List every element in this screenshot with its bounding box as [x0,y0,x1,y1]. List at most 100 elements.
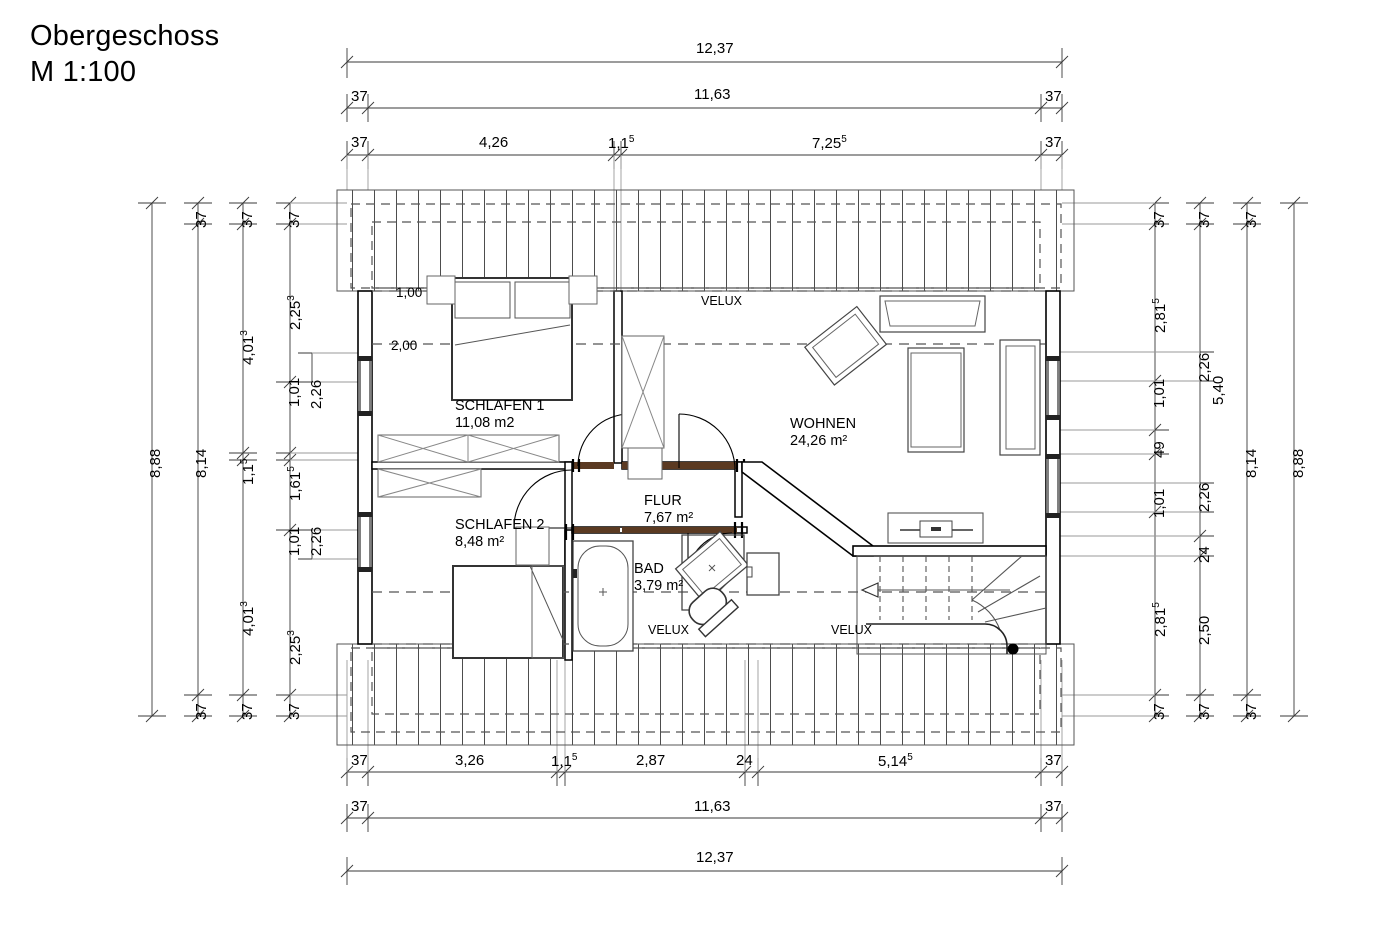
dim-top-4-26: 4,26 [479,134,509,151]
dim-bottom-12-37: 12,37 [696,849,734,866]
washbasin [746,552,780,596]
window-left-upper [357,356,373,416]
dim-right-49: 49 [1151,441,1168,458]
room-name: FLUR [644,493,682,509]
room-area: 8,48 m² [455,534,505,550]
knee-height-label-1: 1,00 [396,285,423,300]
dim-left-37-bottom-2: 37 [239,703,256,720]
room-name: WOHNEN [790,416,857,432]
room-label-flur: FLUR 7,67 m² [644,493,693,527]
stair-well-edge [852,545,1047,557]
staircase [856,555,1047,655]
dim-right-2-50: 2,50 [1196,615,1213,645]
dim-bottom-11-63: 11,63 [694,798,731,815]
dim-left-1-615: 1,615 [286,466,304,501]
window-right-lower [1045,454,1061,518]
dim-top-7-255: 7,255 [812,134,847,152]
dim-left-37-top-2: 37 [239,211,256,228]
dim-left-1-01-b: 1,01 [286,526,303,556]
dim-left-4-013-a: 4,013 [239,330,257,365]
room-label-schlafen-2: SCHLAFEN 2 8,48 m² [455,517,544,551]
dim-right-5-40: 5,40 [1210,375,1227,405]
dim-left-37-top-3: 37 [286,211,303,228]
dim-top-12-37: 12,37 [696,40,734,57]
dim-bottom-37-right-2: 37 [1045,798,1062,815]
hallway-shaft [621,335,665,480]
dim-bottom-3-26: 3,26 [455,752,485,769]
dim-right-1-01-a: 1,01 [1151,378,1168,408]
dim-left-37-bottom-3: 37 [286,703,303,720]
room-area: 7,67 m² [644,510,694,526]
knee-height-label-2: 2,00 [391,338,418,353]
armchair-left [803,305,888,386]
velux-label-2: VELUX [648,623,689,637]
dim-left-2-26-a: 2,26 [308,379,325,409]
dim-bottom-24: 24 [736,752,753,769]
coffee-table [907,347,965,453]
dim-right-37-bottom: 37 [1151,703,1168,720]
room-area: 24,26 m² [790,433,848,449]
dim-right-8-88: 8,88 [1290,448,1307,478]
shower-corner [674,530,750,611]
dim-right-37-top: 37 [1151,211,1168,228]
dim-left-4-013-b: 4,013 [239,601,257,636]
dim-right-37-bottom-2: 37 [1196,703,1213,720]
dim-top-11-63: 11,63 [694,86,731,103]
dim-bottom-5-145: 5,145 [878,752,913,770]
drawing-title: Obergeschoss M 1:100 [30,20,220,88]
room-area: 11,08 m2 [455,415,515,431]
room-label-wohnen: WOHNEN 24,26 m² [790,416,856,450]
room-name: SCHLAFEN 2 [455,517,545,533]
room-label-bad: BAD 3,79 m² [634,561,683,595]
dim-right-8-14: 8,14 [1243,448,1260,478]
velux-label-3: VELUX [831,623,872,637]
dim-bottom-2-87: 2,87 [636,752,666,769]
dim-right-37-top-2: 37 [1196,211,1213,228]
sofa-top [879,295,986,333]
room-name: BAD [634,561,664,577]
dim-bottom-37-left: 37 [351,752,368,769]
window-right-upper [1045,356,1061,420]
dim-right-37-bottom-3: 37 [1243,703,1260,720]
dim-left-37-top: 37 [193,211,210,228]
bathtub [572,540,634,652]
armchair-right [999,339,1041,456]
wardrobe-schlafen-1 [377,434,560,463]
dim-left-2-253-b: 2,253 [286,630,304,665]
dim-top-37-right: 37 [1045,88,1062,105]
dim-left-2-26-b: 2,26 [308,526,325,556]
wardrobe-schlafen-2 [377,468,482,498]
bed-schlafen-2 [452,526,565,659]
tv-unit [887,512,984,544]
dim-bottom-37-right: 37 [1045,752,1062,769]
dim-top-37-right-2: 37 [1045,134,1062,151]
dim-left-1-01-a: 1,01 [286,377,303,407]
dim-left-2-253-a: 2,253 [286,295,304,330]
room-area: 3,79 m² [634,578,684,594]
bed-schlafen-1 [426,275,598,401]
dim-bottom-37-left-2: 37 [351,798,368,815]
dim-right-24: 24 [1196,546,1213,563]
dim-right-2-815-b: 2,815 [1151,602,1169,637]
slanted-wall [741,461,874,557]
velux-label-1: VELUX [701,294,742,308]
roof-slope-lines [372,290,1046,645]
dim-top-37-left-2: 37 [351,134,368,151]
toilet [688,587,740,638]
roof-rafter-zones [336,189,1075,746]
dim-left-8-88: 8,88 [147,448,164,478]
dim-left-8-14: 8,14 [193,448,210,478]
dim-right-1-01-b: 1,01 [1151,488,1168,518]
room-label-schlafen-1: SCHLAFEN 1 11,08 m2 [455,398,544,432]
dim-left-1-15: 1,15 [239,458,257,485]
dim-left-37-bottom: 37 [193,703,210,720]
dim-bottom-1-15: 1,15 [551,752,578,770]
dim-top-37-left: 37 [351,88,368,105]
dim-top-1-15: 1,15 [608,134,635,152]
dim-right-2-815-a: 2,815 [1151,298,1169,333]
dim-right-2-26-b: 2,26 [1196,482,1213,512]
dim-right-37-top-3: 37 [1243,211,1260,228]
window-left-lower [357,512,373,572]
